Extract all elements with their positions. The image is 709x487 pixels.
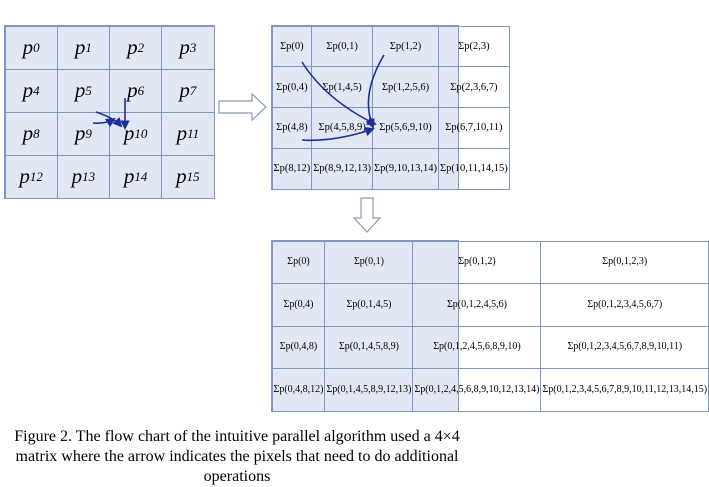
sum-cell: Σp(0) xyxy=(271,25,313,68)
sum-cell: Σp(2,3) xyxy=(437,25,510,68)
sum-cell: Σp(0,1) xyxy=(324,240,414,284)
sum-cell: Σp(0,1,2,4,5,6,8,9,10) xyxy=(412,325,542,369)
caption-line: Figure 2. The flow chart of the intuitiv… xyxy=(14,428,460,445)
sum-cell: Σp(0,1,2,3,4,5,6,7,8,9,10,11) xyxy=(540,325,709,369)
sum-cell: Σp(0,4,8) xyxy=(271,325,326,369)
sum-cell: Σp(1,2,5,6) xyxy=(371,66,439,108)
sum-cell: Σp(0,1,2) xyxy=(412,240,542,284)
caption-line: matrix where the arrow indicates the pix… xyxy=(15,448,459,465)
sum-cell: Σp(0,1,4,5) xyxy=(324,283,414,327)
sum-cell: Σp(1,4,5) xyxy=(311,66,373,108)
intermediate-sum-grid: Σp(0) Σp(0,1) Σp(1,2) Σp(2,3) Σp(0,4) Σp… xyxy=(271,25,510,190)
sum-cell: Σp(0,4) xyxy=(271,66,313,108)
sum-cell: Σp(0,1,2,3,4,5,6,7,8,9,10,11,12,13,14,15… xyxy=(540,368,709,412)
sum-cell: Σp(0,4,8,12) xyxy=(271,368,326,412)
flow-arrow-right xyxy=(218,92,267,122)
sum-cell: Σp(0,1,2,4,5,6,8,9,10,12,13,14) xyxy=(412,368,542,412)
sum-cell: Σp(0,1,2,3,4,5,6,7) xyxy=(540,283,709,327)
caption-line: operations xyxy=(203,468,271,485)
sum-cell: Σp(0,4) xyxy=(271,283,326,327)
sum-cell: Σp(4,8) xyxy=(271,107,313,149)
sum-cell: Σp(8,12) xyxy=(271,147,313,190)
sum-cell: Σp(4,5,8,9) xyxy=(311,107,373,149)
sum-cell: Σp(0,1,2,3) xyxy=(540,240,709,284)
sum-cell: Σp(0,1) xyxy=(311,25,373,68)
sum-cell: Σp(5,6,9,10) xyxy=(371,107,439,149)
sum-cell: Σp(9,10,13,14) xyxy=(371,147,439,190)
sum-cell: Σp(0,1,2,4,5,6) xyxy=(412,283,542,327)
sum-cell: Σp(0,1,4,5,8,9,12,13) xyxy=(324,368,414,412)
output-sum-grid: Σp(0) Σp(0,1) Σp(0,1,2) Σp(0,1,2,3) Σp(0… xyxy=(271,240,709,412)
sum-cell: Σp(8,9,12,13) xyxy=(311,147,373,190)
flow-arrow-down xyxy=(352,197,382,233)
sum-cell: Σp(0) xyxy=(271,240,326,284)
sum-cell: Σp(2,3,6,7) xyxy=(437,66,510,108)
sum-cell: Σp(10,11,14,15) xyxy=(437,147,510,190)
figure-caption: Figure 2. The flow chart of the intuitiv… xyxy=(0,427,474,487)
sum-cell: Σp(1,2) xyxy=(371,25,439,68)
sum-cell: Σp(0,1,4,5,8,9) xyxy=(324,325,414,369)
sum-cell: Σp(6,7,10,11) xyxy=(437,107,510,149)
